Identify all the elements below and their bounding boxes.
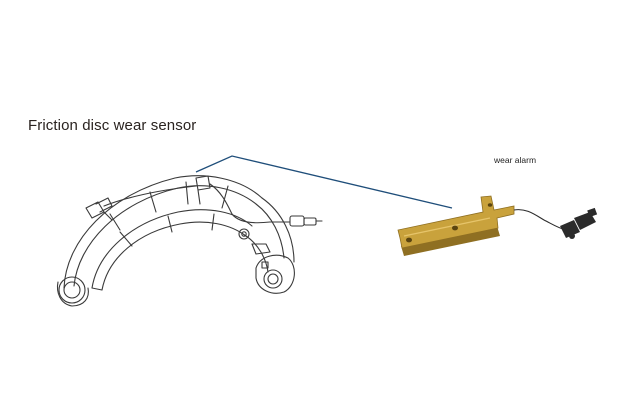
diagram-title: Friction disc wear sensor bbox=[28, 117, 197, 134]
sensor-connector bbox=[560, 207, 598, 239]
brake-shoe-drawing bbox=[56, 175, 323, 307]
leader-line bbox=[195, 155, 453, 209]
wear-sensor-part bbox=[397, 195, 598, 256]
wear-alarm-label: wear alarm bbox=[494, 155, 537, 165]
